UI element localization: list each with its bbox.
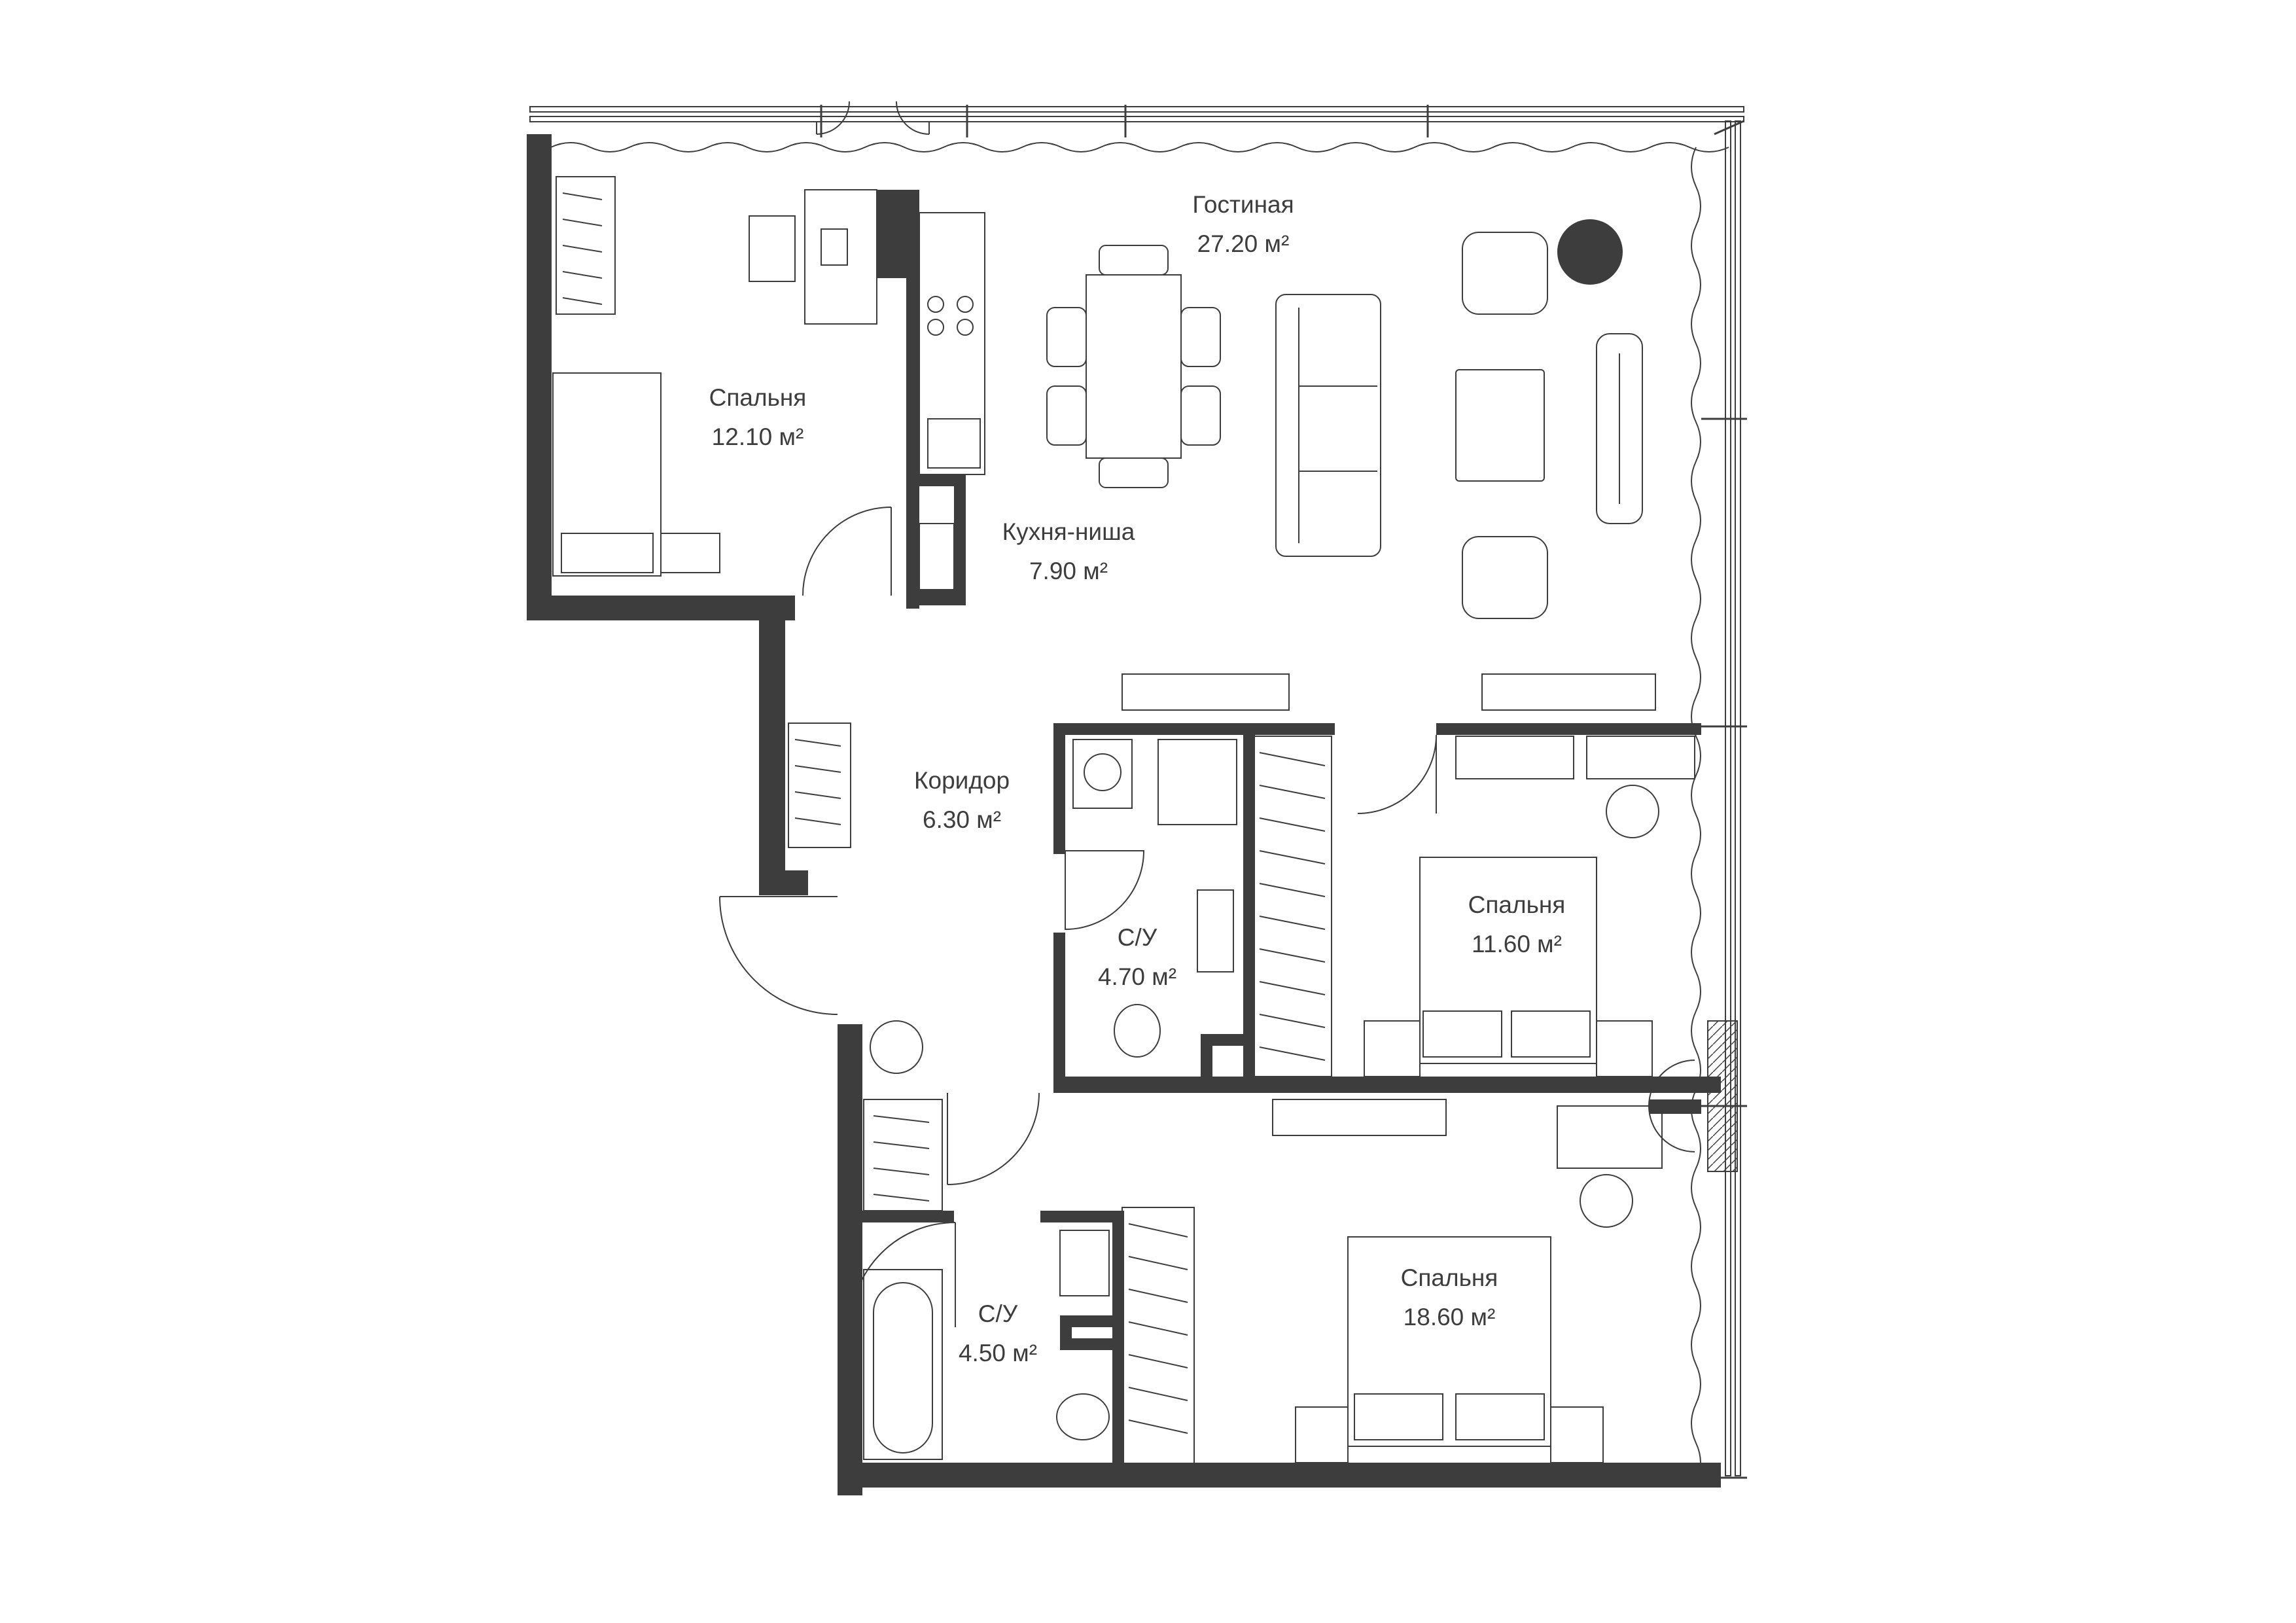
floor-lamp [1557,219,1623,285]
room-area: 12.10 м² [712,423,804,450]
room-name: Спальня [1401,1264,1498,1291]
room-label-bedroom-nw: Спальня 12.10 м² [709,384,807,450]
room-name: Спальня [709,384,807,411]
room-area: 4.70 м² [1098,963,1176,990]
room-label-bathroom-1: С/У 4.70 м² [1098,924,1176,990]
curtains [550,142,1729,1483]
room-label-bathroom-2: С/У 4.50 м² [959,1300,1037,1366]
room-label-bedroom-se: Спальня 18.60 м² [1401,1264,1498,1330]
room-area: 6.30 м² [923,806,1001,833]
room-area: 27.20 м² [1197,230,1290,257]
room-label-living: Гостиная 27.20 м² [1192,191,1294,257]
room-area: 4.50 м² [959,1340,1037,1366]
doors [719,101,1695,1328]
room-label-corridor: Коридор 6.30 м² [914,767,1010,833]
room-name: Спальня [1468,891,1566,918]
room-area: 11.60 м² [1472,931,1562,957]
room-name: С/У [1118,924,1157,951]
room-name: Коридор [914,767,1010,794]
room-name: Кухня-ниша [1002,518,1135,545]
room-name: С/У [978,1300,1018,1327]
room-label-bedroom-e: Спальня 11.60 м² [1468,891,1566,957]
furniture [552,176,1738,1467]
room-label-kitchen: Кухня-ниша 7.90 м² [1002,518,1135,584]
walls [527,134,1721,1495]
room-area: 7.90 м² [1029,558,1108,584]
room-name: Гостиная [1192,191,1294,218]
room-area: 18.60 м² [1404,1304,1496,1330]
facade-glazing [529,105,1747,1479]
